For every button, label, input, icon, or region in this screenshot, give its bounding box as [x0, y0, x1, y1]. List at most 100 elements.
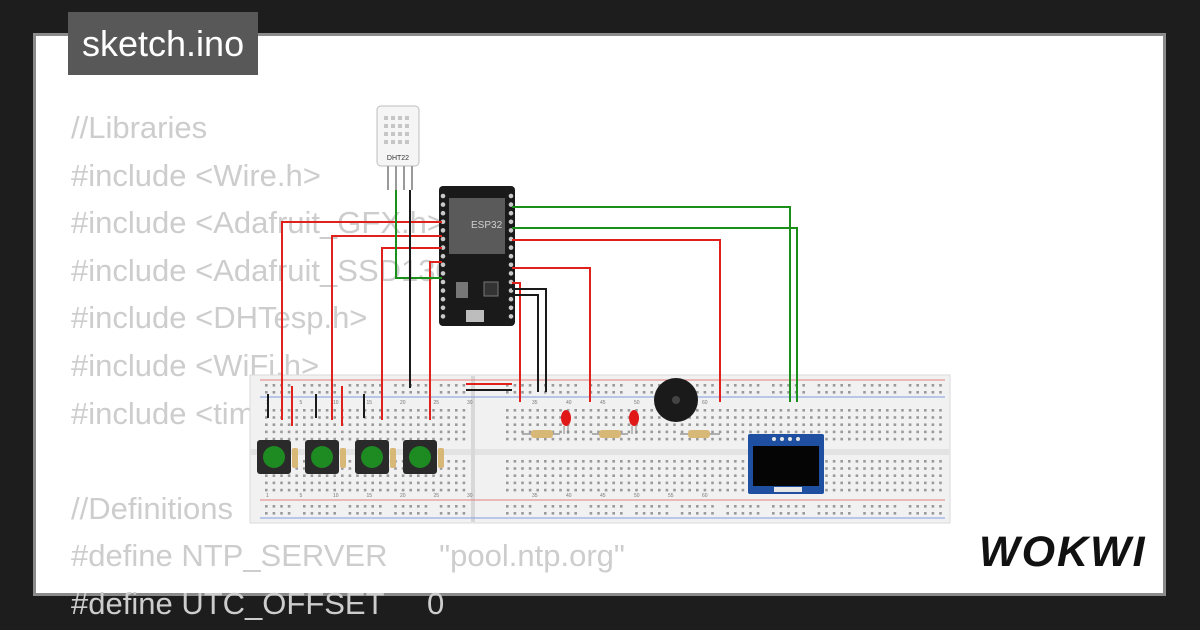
breadboard-hole [566, 384, 570, 387]
breadboard-hole [642, 409, 646, 412]
breadboard-hole [536, 467, 539, 470]
breadboard-hole [604, 391, 608, 394]
breadboard-hole [462, 384, 466, 387]
breadboard-hole [870, 437, 874, 441]
breadboard-hole [447, 384, 450, 387]
breadboard-hole [787, 384, 790, 387]
breadboard-hole [604, 512, 608, 515]
breadboard-hole [825, 423, 828, 426]
breadboard-hole [825, 488, 828, 492]
breadboard-hole [528, 416, 532, 419]
breadboard-hole [379, 505, 382, 508]
breadboard-hole [287, 384, 291, 387]
breadboard-number: 60 [702, 400, 708, 406]
breadboard-number: 50 [634, 400, 640, 406]
led-red [561, 410, 571, 434]
breadboard-hole [295, 423, 298, 426]
breadboard-hole [848, 416, 851, 419]
breadboard-hole [924, 460, 927, 463]
breadboard-hole [401, 481, 405, 485]
breadboard-hole [901, 460, 904, 463]
push-button[interactable] [355, 440, 389, 474]
wire-red [512, 239, 721, 402]
breadboard-number: 40 [566, 400, 572, 406]
breadboard-hole [931, 460, 935, 463]
breadboard-hole [688, 460, 691, 463]
breadboard-hole [764, 423, 767, 426]
breadboard-hole [513, 474, 517, 477]
breadboard-number: 45 [600, 400, 606, 406]
breadboard-hole [394, 416, 397, 419]
breadboard-hole [908, 391, 912, 394]
breadboard-hole [741, 384, 745, 387]
breadboard-number: 20 [400, 400, 406, 406]
breadboard-hole [863, 460, 866, 463]
breadboard-hole [597, 467, 600, 470]
breadboard-hole [886, 430, 889, 434]
breadboard-hole [424, 416, 428, 419]
breadboard-hole [287, 430, 291, 434]
breadboard-hole [908, 460, 912, 463]
breadboard-hole [658, 474, 661, 477]
breadboard-hole [303, 391, 306, 394]
wokwi-logo: WOKWI [979, 528, 1147, 576]
breadboard-hole [559, 430, 562, 434]
breadboard-hole [711, 384, 714, 387]
breadboard-hole [878, 512, 881, 515]
breadboard-hole [612, 437, 615, 441]
breadboard-hole [424, 512, 428, 515]
breadboard-hole [462, 416, 466, 419]
breadboard-hole [855, 474, 859, 477]
breadboard-hole [635, 409, 638, 412]
breadboard-hole [886, 460, 889, 463]
breadboard-hole [817, 391, 821, 394]
breadboard-hole [901, 430, 904, 434]
breadboard-hole [574, 505, 577, 508]
breadboard-hole [401, 512, 405, 515]
led-red [629, 410, 639, 434]
breadboard-hole [749, 391, 752, 394]
breadboard-hole [348, 430, 352, 434]
breadboard-hole [650, 423, 653, 426]
breadboard-hole [825, 505, 828, 508]
breadboard-hole [878, 409, 881, 412]
breadboard-hole [848, 423, 851, 426]
breadboard-hole [916, 384, 919, 387]
breadboard-hole [718, 474, 722, 477]
breadboard-hole [379, 488, 382, 492]
breadboard-hole [582, 430, 585, 434]
breadboard-hole [863, 423, 866, 426]
breadboard-hole [303, 384, 306, 387]
breadboard-hole [597, 409, 600, 412]
breadboard-number: 50 [634, 493, 640, 499]
breadboard-hole [356, 505, 359, 508]
breadboard-hole [303, 430, 306, 434]
breadboard-hole [574, 384, 577, 387]
push-button[interactable] [257, 440, 291, 474]
breadboard-hole [439, 437, 443, 441]
breadboard-hole [832, 423, 836, 426]
breadboard-hole [650, 430, 653, 434]
breadboard-hole [931, 481, 935, 485]
wire-green [395, 190, 442, 279]
breadboard-hole [908, 409, 912, 412]
breadboard-hole [931, 423, 935, 426]
breadboard-hole [528, 430, 532, 434]
breadboard-hole [658, 467, 661, 470]
breadboard-hole [506, 409, 509, 412]
push-button[interactable] [305, 440, 339, 474]
breadboard-hole [726, 474, 729, 477]
breadboard-hole [574, 391, 577, 394]
breadboard-hole [848, 488, 851, 492]
breadboard-hole [455, 384, 458, 387]
breadboard-hole [749, 505, 752, 508]
breadboard-hole [582, 481, 585, 485]
breadboard-hole [356, 474, 359, 477]
breadboard-hole [325, 512, 329, 515]
esp32-pin [508, 210, 514, 216]
breadboard-hole [863, 437, 866, 441]
breadboard-hole [931, 505, 935, 508]
push-button[interactable] [403, 440, 437, 474]
breadboard-hole [802, 423, 805, 426]
breadboard-hole [295, 481, 298, 485]
